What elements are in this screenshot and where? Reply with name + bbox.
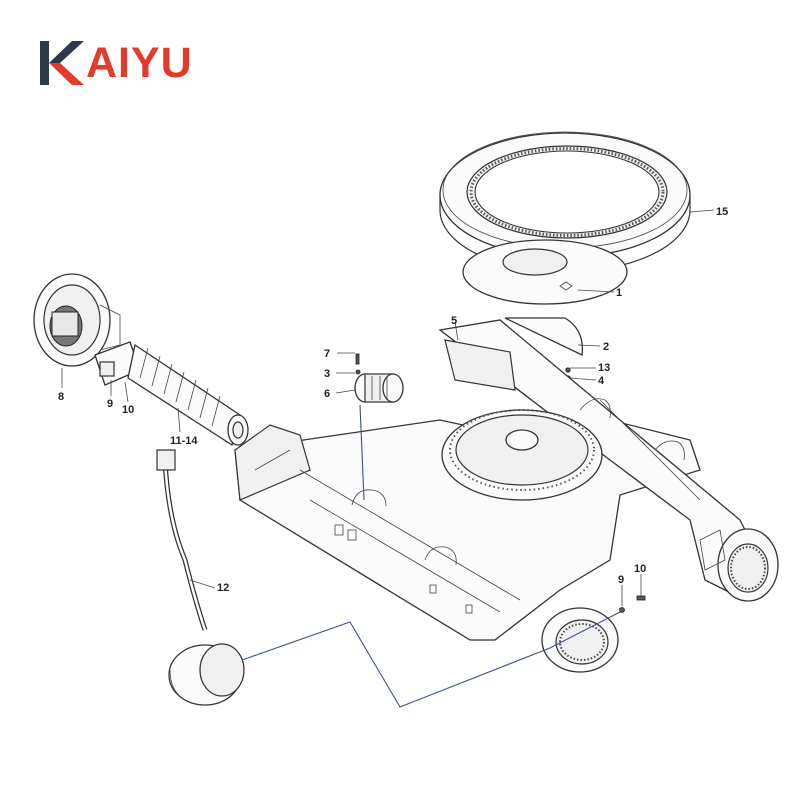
- brand-wordmark: AIYU: [86, 39, 193, 87]
- brand-logo: AIYU: [40, 38, 193, 88]
- k-logo-mark-icon: [40, 41, 84, 85]
- track-frame: [234, 319, 779, 673]
- end-bolts: [619, 595, 646, 613]
- callout-10-left: 10: [122, 404, 134, 416]
- callout-9-right: 9: [618, 574, 624, 586]
- callout-6: 6: [324, 388, 330, 400]
- callout-9-left: 9: [107, 398, 113, 410]
- callout-8: 8: [58, 391, 64, 403]
- callout-11-14: 11-14: [170, 435, 198, 447]
- travel-motor-hose: [156, 449, 245, 706]
- callout-7: 7: [324, 348, 330, 360]
- idler-wheel: [33, 273, 121, 367]
- callout-4: 4: [598, 375, 605, 387]
- callout-12: 12: [217, 582, 229, 594]
- callout-1: 1: [616, 287, 622, 299]
- leader-lines: [61, 209, 715, 606]
- callout-3: 3: [324, 368, 330, 380]
- carrier-roller: [354, 353, 404, 403]
- callout-10-right: 10: [634, 563, 646, 575]
- swing-bearing: [439, 131, 691, 273]
- seal-plate: [462, 239, 628, 305]
- callout-5: 5: [451, 315, 457, 327]
- callout-2: 2: [603, 341, 609, 353]
- routing-lines: [241, 404, 621, 708]
- callout-15: 15: [716, 206, 728, 218]
- callout-labels: 15 1 2 13 4 5 7 3 6 8 9 10 11-14 12 9 10: [58, 206, 728, 594]
- callout-13: 13: [598, 362, 610, 374]
- recoil-spring-assembly: [94, 341, 249, 447]
